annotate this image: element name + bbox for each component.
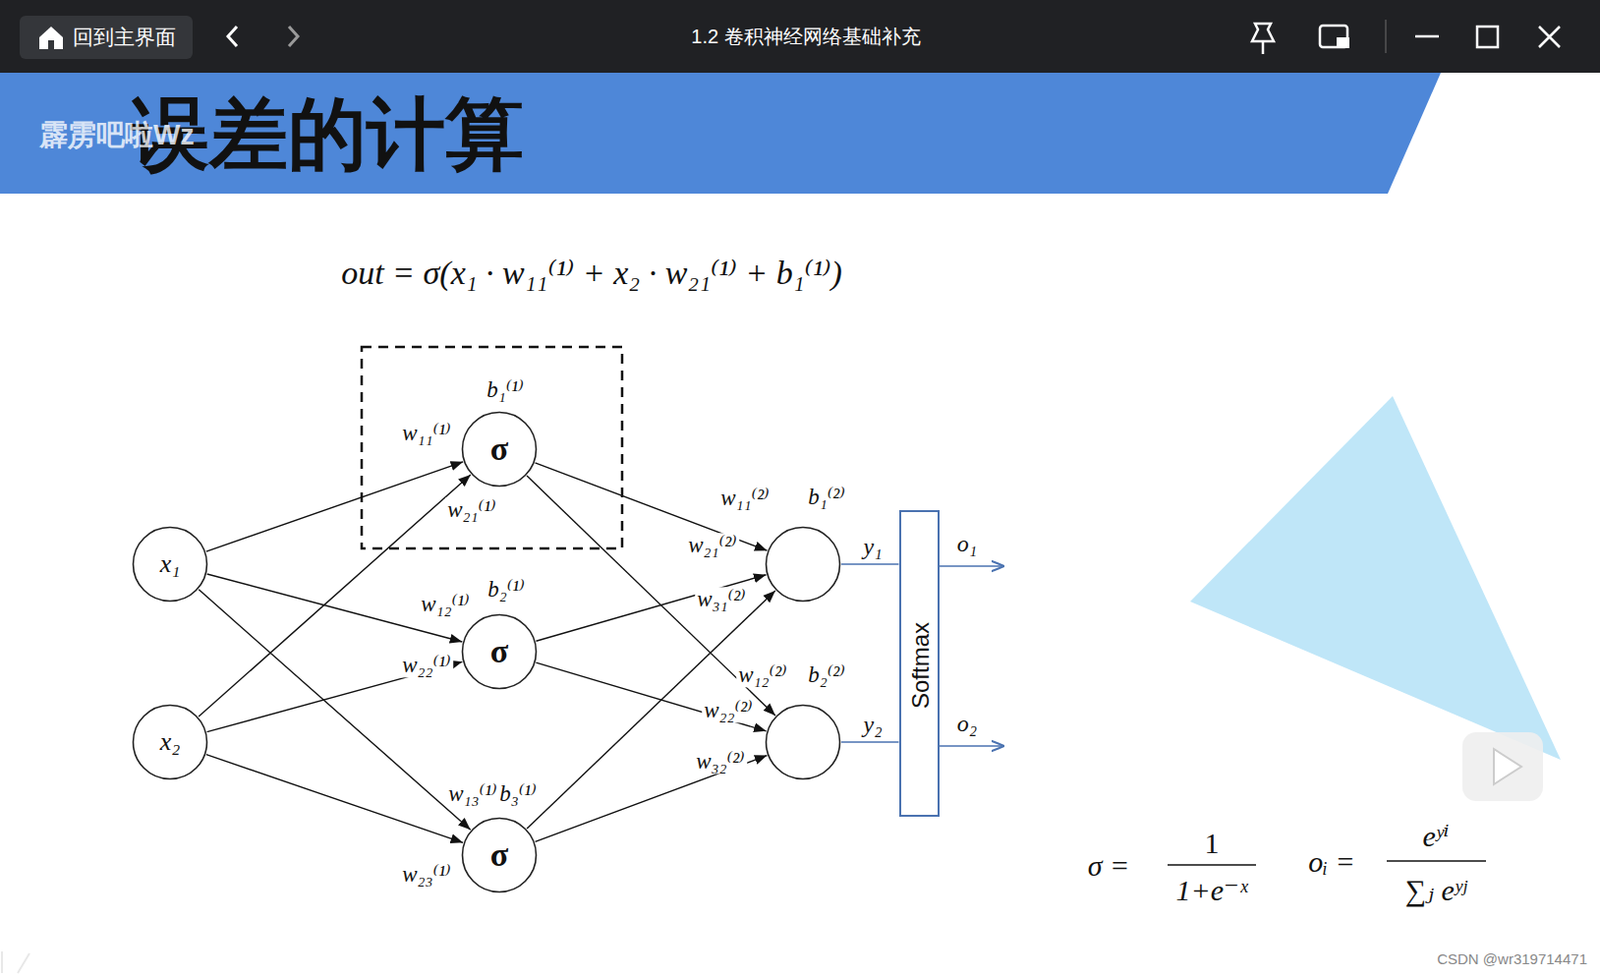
node-label: x₁ — [160, 550, 181, 579]
node-label: x₂ — [160, 728, 181, 757]
fraction-bar — [1386, 859, 1486, 862]
decor-triangle — [1190, 396, 1561, 760]
formula: out = σ(x₁ · w₁₁⁽¹⁾ + x₂ · w₂₁⁽¹⁾ + b₁⁽¹… — [341, 254, 843, 291]
separator — [1384, 19, 1387, 54]
circle-outline — [764, 703, 842, 781]
fraction-denominator: ∑ⱼ eʸʲ — [1405, 873, 1468, 907]
weight-arrow — [198, 589, 471, 830]
weight-label: w₂₂⁽¹⁾ — [400, 652, 454, 678]
circle-stroke — [462, 615, 537, 689]
home-icon — [39, 26, 63, 50]
fraction-numerator: 1 — [1204, 826, 1220, 859]
weight-arrow — [535, 574, 766, 641]
close-icon — [1539, 26, 1560, 48]
output-wire — [841, 741, 900, 743]
weight-label: w₁₁⁽¹⁾ — [400, 420, 454, 446]
weight-label: w₁₃⁽¹⁾ — [446, 781, 500, 806]
weight-arrow — [206, 461, 463, 552]
weight-arrow — [198, 474, 471, 717]
weight-label: w₂₁⁽²⁾ — [685, 532, 740, 558]
output-label: o₂ — [957, 710, 977, 737]
fraction-denominator: 1+e⁻ˣ — [1176, 873, 1249, 907]
circle-outline — [764, 525, 842, 603]
weight-label: w₂₂⁽²⁾ — [701, 697, 755, 723]
fraction-bar — [1167, 863, 1257, 866]
title-band — [0, 72, 1441, 194]
bias-label: b₂⁽¹⁾ — [485, 576, 527, 602]
weight-label: w₁₁⁽²⁾ — [718, 485, 772, 511]
maximize-icon — [1477, 26, 1498, 48]
pip-icon-inner — [1336, 37, 1350, 49]
node-label: σ — [490, 632, 510, 670]
circle-stroke — [133, 527, 208, 602]
back-icon — [228, 26, 237, 47]
dashed-highlight-box — [361, 346, 623, 549]
circle-stroke — [462, 818, 537, 893]
weight-label: w₂₁⁽¹⁾ — [445, 497, 499, 522]
weight-label: w₃₂⁽²⁾ — [693, 748, 747, 774]
window-title: 1.2 卷积神经网络基础补充 — [690, 25, 920, 48]
credit: CSDN @wr319714471 — [1436, 951, 1588, 969]
weight-label: w₁₂⁽²⁾ — [736, 662, 790, 687]
weight-arrow — [206, 754, 463, 844]
watermark: 霹雳吧啦Wz — [39, 119, 195, 152]
weight-label: w₁₂⁽¹⁾ — [418, 591, 472, 617]
weight-arrow — [535, 662, 766, 732]
home-icon-door — [48, 40, 55, 50]
neuron-circle: y₁b₁⁽²⁾ — [764, 525, 842, 603]
circle-stroke — [766, 705, 841, 780]
softmax-lhs: oᵢ = — [1308, 845, 1356, 878]
player-logo-play — [1493, 748, 1522, 785]
player-logo — [1462, 732, 1543, 801]
bias-label: b₁⁽¹⁾ — [484, 377, 526, 402]
minimize-icon — [1415, 35, 1439, 39]
bias-label: b₂⁽²⁾ — [805, 662, 848, 687]
circle-stroke — [133, 705, 208, 780]
node-label: σ — [490, 836, 510, 873]
box-label: Softmax — [908, 622, 934, 709]
button-label: 回到主界面 — [72, 25, 176, 49]
output-wire — [841, 563, 900, 566]
bias-label: b₁⁽²⁾ — [805, 484, 848, 510]
output-arrow — [939, 744, 1005, 747]
sigmoid-lhs: σ = — [1087, 849, 1131, 882]
neuron-circle: σb₃⁽¹⁾ — [460, 816, 538, 894]
fraction-numerator: eʸⁱ — [1423, 819, 1450, 853]
bias-label: b₃⁽¹⁾ — [497, 781, 539, 806]
weight-label: w₂₃⁽¹⁾ — [400, 861, 454, 887]
forward-icon — [288, 26, 298, 47]
circle-stroke — [766, 527, 841, 602]
neuron-circle: y₂b₂⁽²⁾ — [764, 703, 842, 781]
output-label: o₁ — [957, 530, 977, 557]
weight-label: w₃₁⁽²⁾ — [694, 586, 748, 612]
circle-stroke — [462, 412, 537, 487]
pin-icon — [1252, 23, 1274, 55]
toolbar-faint — [1, 951, 30, 973]
node-label: y₁ — [863, 533, 883, 560]
weight-arrow — [526, 590, 776, 829]
neuron-circle: σb₁⁽¹⁾ — [460, 410, 538, 488]
softmax-box: Softmax — [899, 510, 940, 817]
node-label: y₂ — [863, 711, 883, 738]
neuron-circle: x₂ — [131, 703, 209, 781]
neuron-circle: x₁ — [131, 525, 209, 603]
node-label: σ — [490, 430, 510, 467]
output-arrow — [939, 565, 1005, 568]
neuron-circle: σb₂⁽¹⁾ — [460, 613, 538, 690]
